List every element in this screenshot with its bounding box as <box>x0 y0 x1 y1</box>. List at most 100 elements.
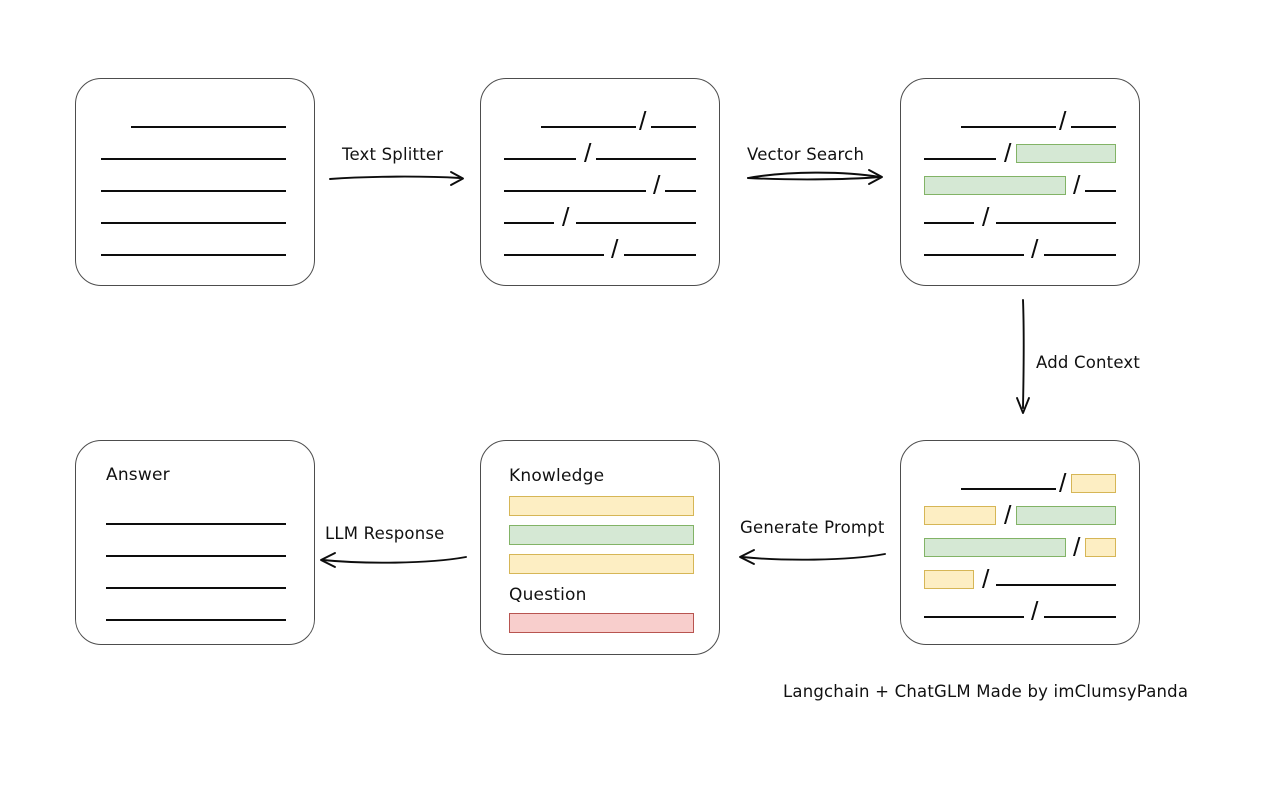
footer-note: Langchain + ChatGLM Made by imClumsyPand… <box>783 682 1189 701</box>
knowledge-bar-green <box>509 525 694 545</box>
text-line <box>576 222 696 224</box>
text-line <box>961 488 1056 490</box>
document-row <box>76 506 314 528</box>
text-line <box>1071 126 1116 128</box>
document-row <box>481 173 719 195</box>
document-row <box>901 567 1139 589</box>
arrow-generate-prompt <box>739 549 886 565</box>
document-row <box>901 535 1139 557</box>
document-row <box>76 570 314 592</box>
text-line <box>996 584 1116 586</box>
node-source-document[interactable] <box>75 78 315 286</box>
document-row <box>76 538 314 560</box>
text-line <box>1044 616 1116 618</box>
knowledge-label: Knowledge <box>509 466 605 486</box>
text-line <box>101 222 286 224</box>
text-line <box>924 616 1024 618</box>
text-line <box>101 190 286 192</box>
edge-label-generate-prompt: Generate Prompt <box>740 518 885 537</box>
text-line <box>106 555 286 557</box>
document-row <box>76 141 314 163</box>
highlighted-chunk-green <box>1016 144 1116 163</box>
document-row <box>901 173 1139 195</box>
edge-label-text-splitter: Text Splitter <box>342 145 444 164</box>
text-line <box>1044 254 1116 256</box>
slash-separator-icon <box>1004 505 1012 524</box>
edge-label-add-context: Add Context <box>1036 353 1141 372</box>
document-row <box>901 109 1139 131</box>
document-row <box>901 237 1139 259</box>
text-line <box>504 222 554 224</box>
highlighted-chunk-yellow <box>1085 538 1116 557</box>
highlighted-chunk-green <box>924 176 1066 195</box>
document-row <box>481 141 719 163</box>
slash-separator-icon <box>982 207 990 226</box>
document-row <box>76 173 314 195</box>
text-line <box>996 222 1116 224</box>
node-prompt[interactable]: Knowledge Question <box>480 440 720 655</box>
arrow-add-context <box>1016 299 1030 414</box>
text-line <box>924 222 974 224</box>
document-row <box>76 109 314 131</box>
edge-label-llm-response: LLM Response <box>325 524 445 543</box>
document-row <box>481 237 719 259</box>
arrow-llm-response <box>320 552 467 568</box>
document-row <box>901 599 1139 621</box>
text-line <box>106 587 286 589</box>
answer-label: Answer <box>106 465 170 485</box>
text-line <box>106 619 286 621</box>
question-label: Question <box>509 585 587 605</box>
node-split-chunks[interactable] <box>480 78 720 286</box>
text-line <box>651 126 696 128</box>
document-row <box>901 503 1139 525</box>
arrow-text-splitter <box>329 171 464 186</box>
slash-separator-icon <box>1059 111 1067 130</box>
slash-separator-icon <box>584 143 592 162</box>
text-line <box>924 158 996 160</box>
highlighted-chunk-green <box>924 538 1066 557</box>
slash-separator-icon <box>1031 239 1039 258</box>
text-line <box>101 158 286 160</box>
highlighted-chunk-yellow <box>924 570 974 589</box>
slash-separator-icon <box>1031 601 1039 620</box>
highlighted-chunk-yellow <box>1071 474 1116 493</box>
highlighted-chunk-green <box>1016 506 1116 525</box>
slash-separator-icon <box>1073 175 1081 194</box>
document-row <box>76 237 314 259</box>
slash-separator-icon <box>562 207 570 226</box>
text-line <box>596 158 696 160</box>
document-row <box>481 205 719 227</box>
text-line <box>961 126 1056 128</box>
text-line <box>504 254 604 256</box>
document-row <box>901 141 1139 163</box>
document-row <box>901 471 1139 493</box>
text-line <box>106 523 286 525</box>
slash-separator-icon <box>1059 473 1067 492</box>
arrow-vector-search <box>747 169 883 185</box>
knowledge-bar-yellow <box>509 554 694 574</box>
slash-separator-icon <box>1073 537 1081 556</box>
node-answer[interactable]: Answer <box>75 440 315 645</box>
slash-separator-icon <box>1004 143 1012 162</box>
document-row <box>481 109 719 131</box>
text-line <box>504 190 646 192</box>
text-line <box>1085 190 1116 192</box>
node-context-chunks[interactable] <box>900 440 1140 645</box>
text-line <box>665 190 696 192</box>
text-line <box>624 254 696 256</box>
highlighted-chunk-yellow <box>924 506 996 525</box>
slash-separator-icon <box>982 569 990 588</box>
question-bar-red <box>509 613 694 633</box>
text-line <box>504 158 576 160</box>
slash-separator-icon <box>611 239 619 258</box>
slash-separator-icon <box>653 175 661 194</box>
text-line <box>924 254 1024 256</box>
text-line <box>101 254 286 256</box>
document-row <box>76 602 314 624</box>
text-line <box>131 126 286 128</box>
text-line <box>541 126 636 128</box>
edge-label-vector-search: Vector Search <box>747 145 865 164</box>
node-matched-chunks[interactable] <box>900 78 1140 286</box>
document-row <box>76 205 314 227</box>
